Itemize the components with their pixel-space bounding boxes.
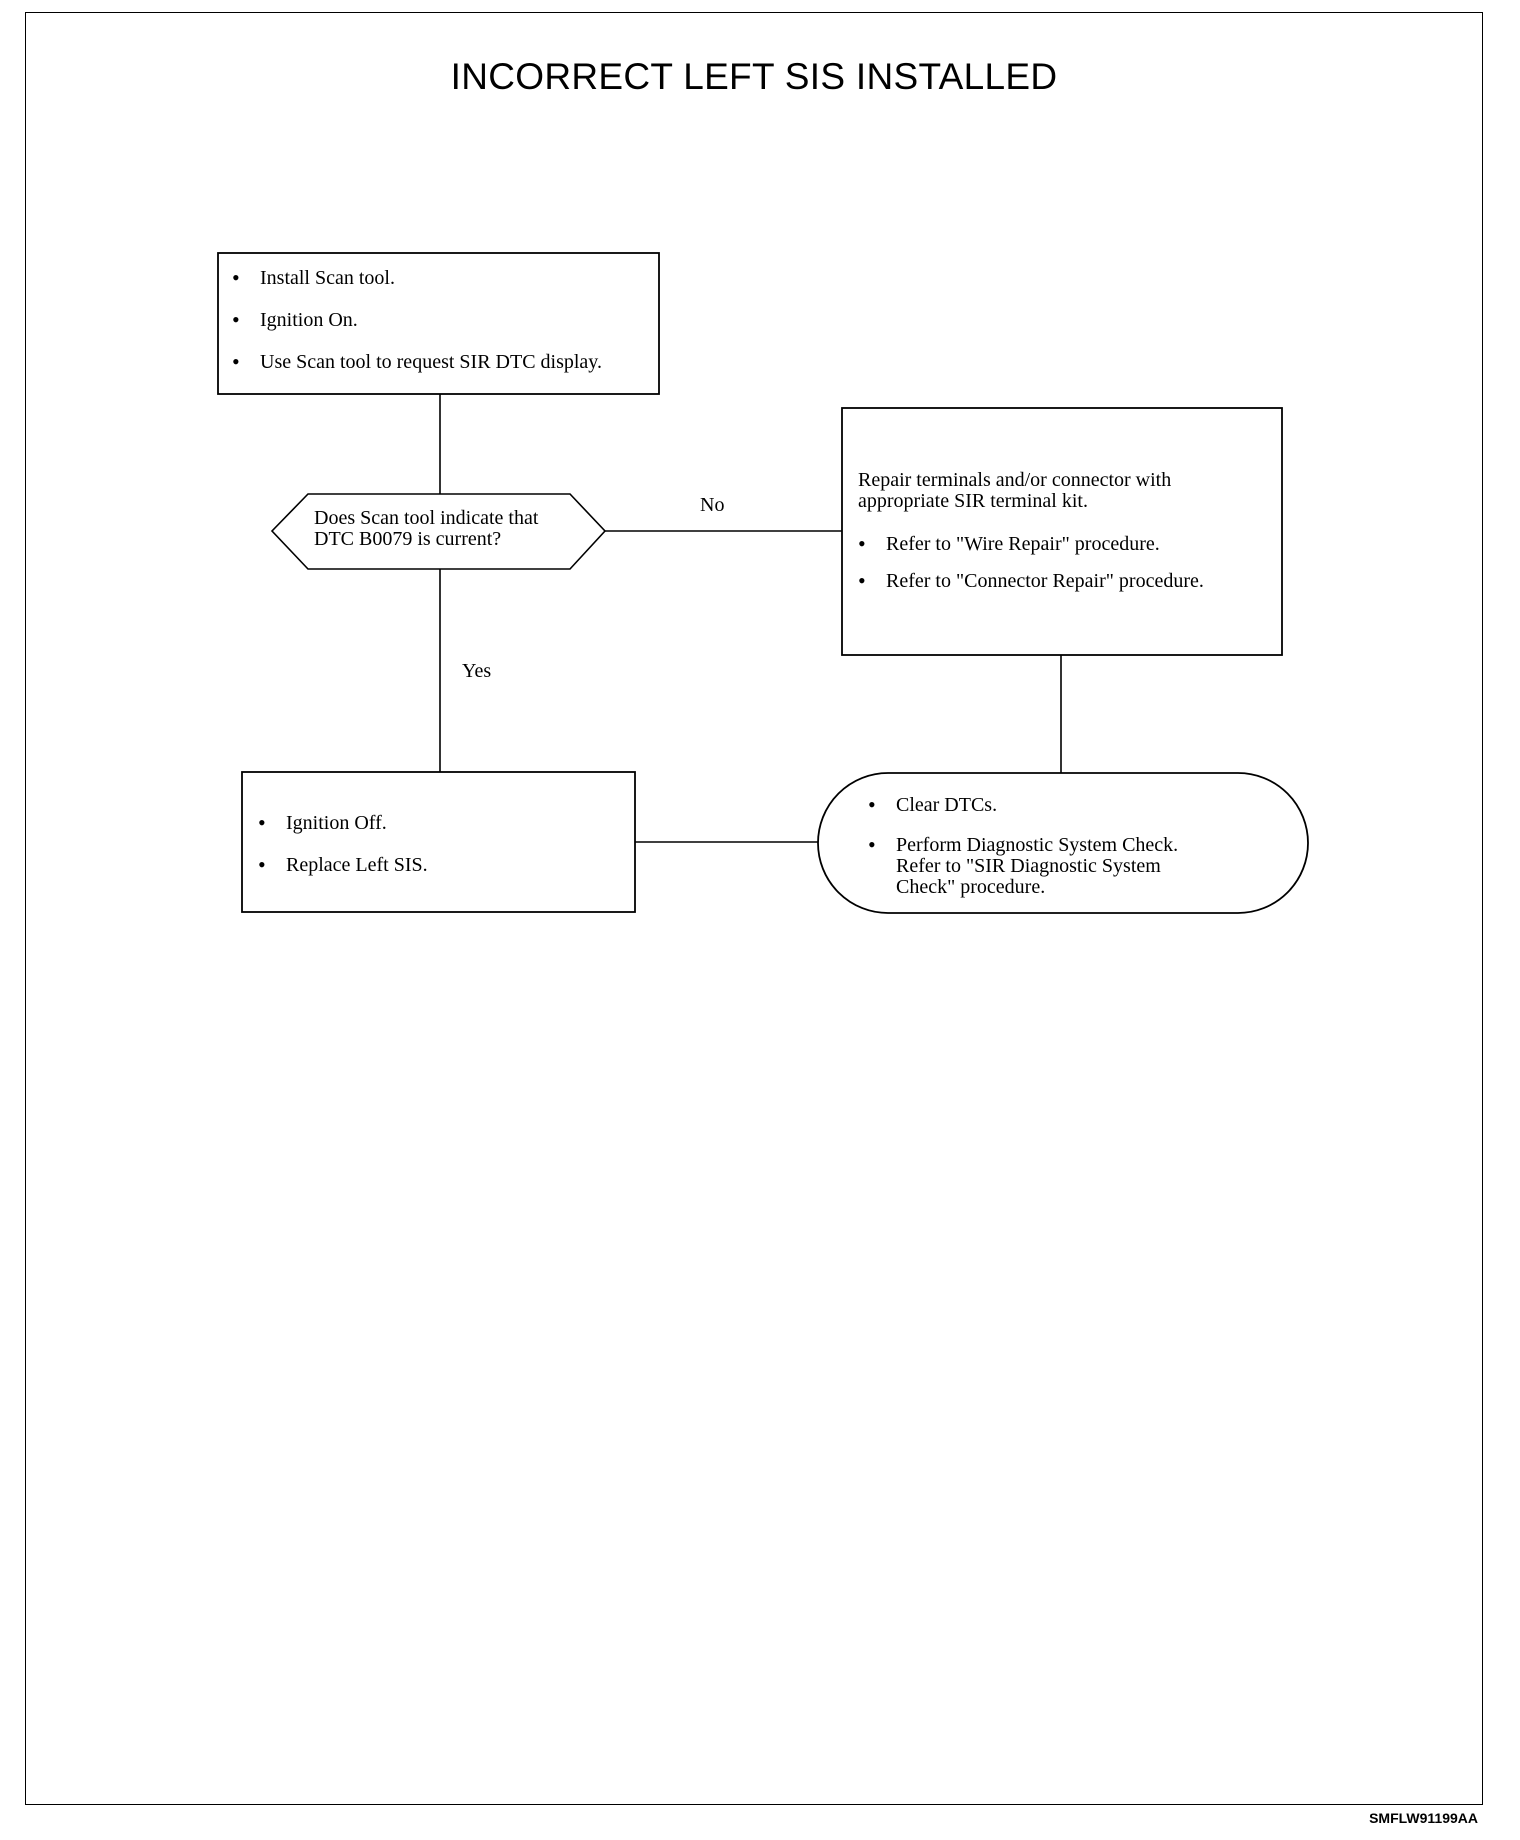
start-step: Install Scan tool.	[230, 266, 650, 289]
replace-box-text: Ignition Off. Replace Left SIS.	[256, 811, 616, 876]
end-step: Clear DTCs.	[866, 793, 1206, 816]
repair-box-text: Repair terminals and/or connector with a…	[856, 469, 1258, 593]
replace-box	[241, 771, 636, 913]
replace-step: Ignition Off.	[256, 811, 616, 834]
decision-question-line: Does Scan tool indicate that	[314, 507, 539, 529]
edge-label-yes: Yes	[462, 660, 492, 682]
repair-intro: Repair terminals and/or connector with a…	[858, 469, 1172, 512]
page-title: INCORRECT LEFT SIS INSTALLED	[450, 56, 1058, 97]
end-terminator-text: Clear DTCs. Perform Diagnostic System Ch…	[866, 793, 1206, 898]
repair-step: Refer to "Connector Repair" procedure.	[856, 569, 1258, 592]
decision-question: Does Scan tool indicate that DTC B0079 i…	[314, 508, 594, 550]
decision-question-line: DTC B0079 is current?	[314, 528, 502, 550]
start-step: Use Scan tool to request SIR DTC display…	[230, 350, 650, 373]
figure-code: SMFLW91199AA	[1369, 1810, 1478, 1826]
page-frame	[25, 12, 1483, 1805]
start-box-text: Install Scan tool. Ignition On. Use Scan…	[230, 266, 650, 373]
repair-step: Refer to "Wire Repair" procedure.	[856, 532, 1258, 555]
decision-hexagon	[270, 493, 607, 570]
edge-label-no: No	[700, 494, 725, 516]
repair-box	[841, 407, 1283, 656]
replace-step: Replace Left SIS.	[256, 853, 616, 876]
start-step: Ignition On.	[230, 308, 650, 331]
end-step: Perform Diagnostic System Check. Refer t…	[866, 833, 1206, 898]
